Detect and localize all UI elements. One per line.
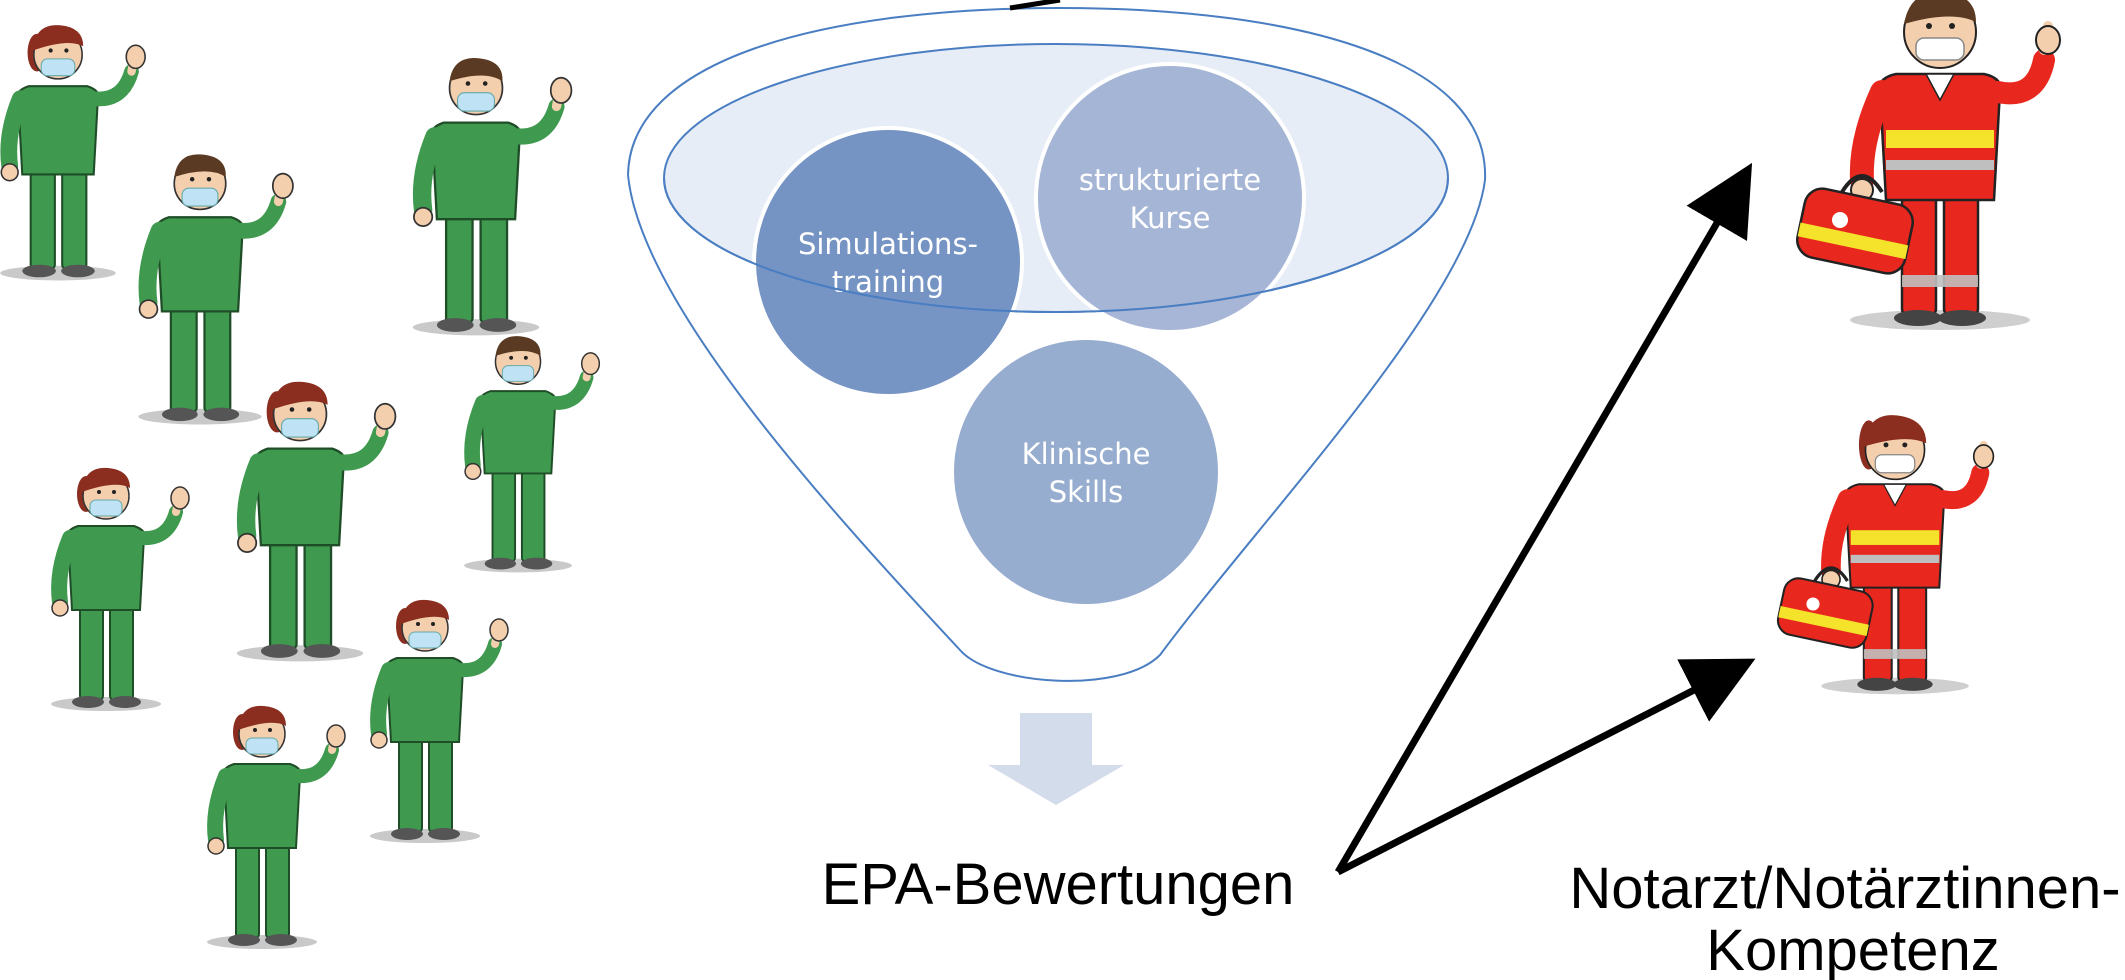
trainee-figure-t3 xyxy=(412,58,573,336)
circle-skills-label-line: Skills xyxy=(1049,475,1123,509)
down-arrow xyxy=(988,713,1124,805)
shadow-icon xyxy=(412,319,540,336)
trainee-group xyxy=(0,25,601,949)
arrow-to-medic-bottom xyxy=(1336,658,1756,876)
trainee-figure-t5 xyxy=(464,336,601,573)
medic-group xyxy=(1776,0,2061,695)
result-label: EPA-Bewertungen xyxy=(822,852,1295,917)
thumbs-up-icon xyxy=(271,172,294,200)
thumbs-up-icon xyxy=(580,352,601,376)
circle-simulation-label-line: Simulations- xyxy=(798,227,978,261)
mask-icon xyxy=(245,737,279,755)
thumbs-up-icon xyxy=(489,618,509,642)
thumbs-up-icon xyxy=(549,76,573,104)
shadow-icon xyxy=(207,935,317,949)
circle-courses-label-line: Kurse xyxy=(1130,201,1211,235)
mask-icon xyxy=(1874,454,1916,474)
thumbs-up-icon xyxy=(326,724,346,748)
circle-courses-shape xyxy=(1034,62,1306,334)
mask-icon xyxy=(281,418,319,438)
outcome-label: Notarzt/Notärztinnen- Kompetenz xyxy=(1569,856,2125,980)
funnel-body xyxy=(627,174,1486,682)
mask-icon xyxy=(40,58,76,77)
mask-icon xyxy=(501,365,535,382)
circle-simulation-shape xyxy=(752,126,1024,398)
outcome-label-line-1: Notarzt/Notärztinnen- xyxy=(1569,856,2120,921)
trainee-figure-t6 xyxy=(51,467,190,711)
outcome-arrows xyxy=(1334,162,1756,876)
mask-icon xyxy=(89,499,123,517)
input-arrow xyxy=(1009,0,1061,11)
shadow-icon xyxy=(464,558,572,573)
shadow-icon xyxy=(51,697,161,711)
shadow-icon xyxy=(370,829,480,843)
medic-figure-m1 xyxy=(1796,0,2061,330)
circle-simulation-label-line: training xyxy=(832,265,944,299)
funnel-rim-front xyxy=(663,177,1449,313)
trainee-figure-t8 xyxy=(207,705,346,949)
funnel-top-arc xyxy=(627,6,1487,181)
thumbs-up-icon xyxy=(125,44,146,70)
thumbs-up-icon xyxy=(1972,444,1995,469)
arrow-to-medic-top xyxy=(1334,162,1753,874)
mask-icon xyxy=(457,92,495,112)
shadow-icon xyxy=(138,408,262,425)
trainee-figure-t1 xyxy=(0,25,146,281)
thumbs-up-icon xyxy=(2035,25,2061,55)
circle-skills-label-line: Klinische xyxy=(1022,437,1151,471)
thumbs-up-icon xyxy=(170,486,190,510)
trainee-figure-t7 xyxy=(370,599,509,843)
mask-icon xyxy=(181,187,219,207)
outcome-label-line-2: Kompetenz xyxy=(1706,918,1999,980)
circle-simulation: Simulations-training xyxy=(752,126,1024,398)
medic-figure-m2 xyxy=(1776,415,1995,695)
shadow-icon xyxy=(236,645,364,662)
shadow-icon xyxy=(0,265,116,281)
trainee-figure-t2 xyxy=(138,154,294,425)
trainee-figure-t4 xyxy=(236,381,397,662)
thumbs-up-icon xyxy=(373,402,397,430)
mask-icon xyxy=(1915,37,1965,61)
circle-skills-shape xyxy=(950,336,1222,608)
mask-icon xyxy=(408,631,442,649)
circle-simulation-label: Simulations-training xyxy=(798,227,978,299)
circle-courses-label-line: strukturierte xyxy=(1079,163,1261,197)
